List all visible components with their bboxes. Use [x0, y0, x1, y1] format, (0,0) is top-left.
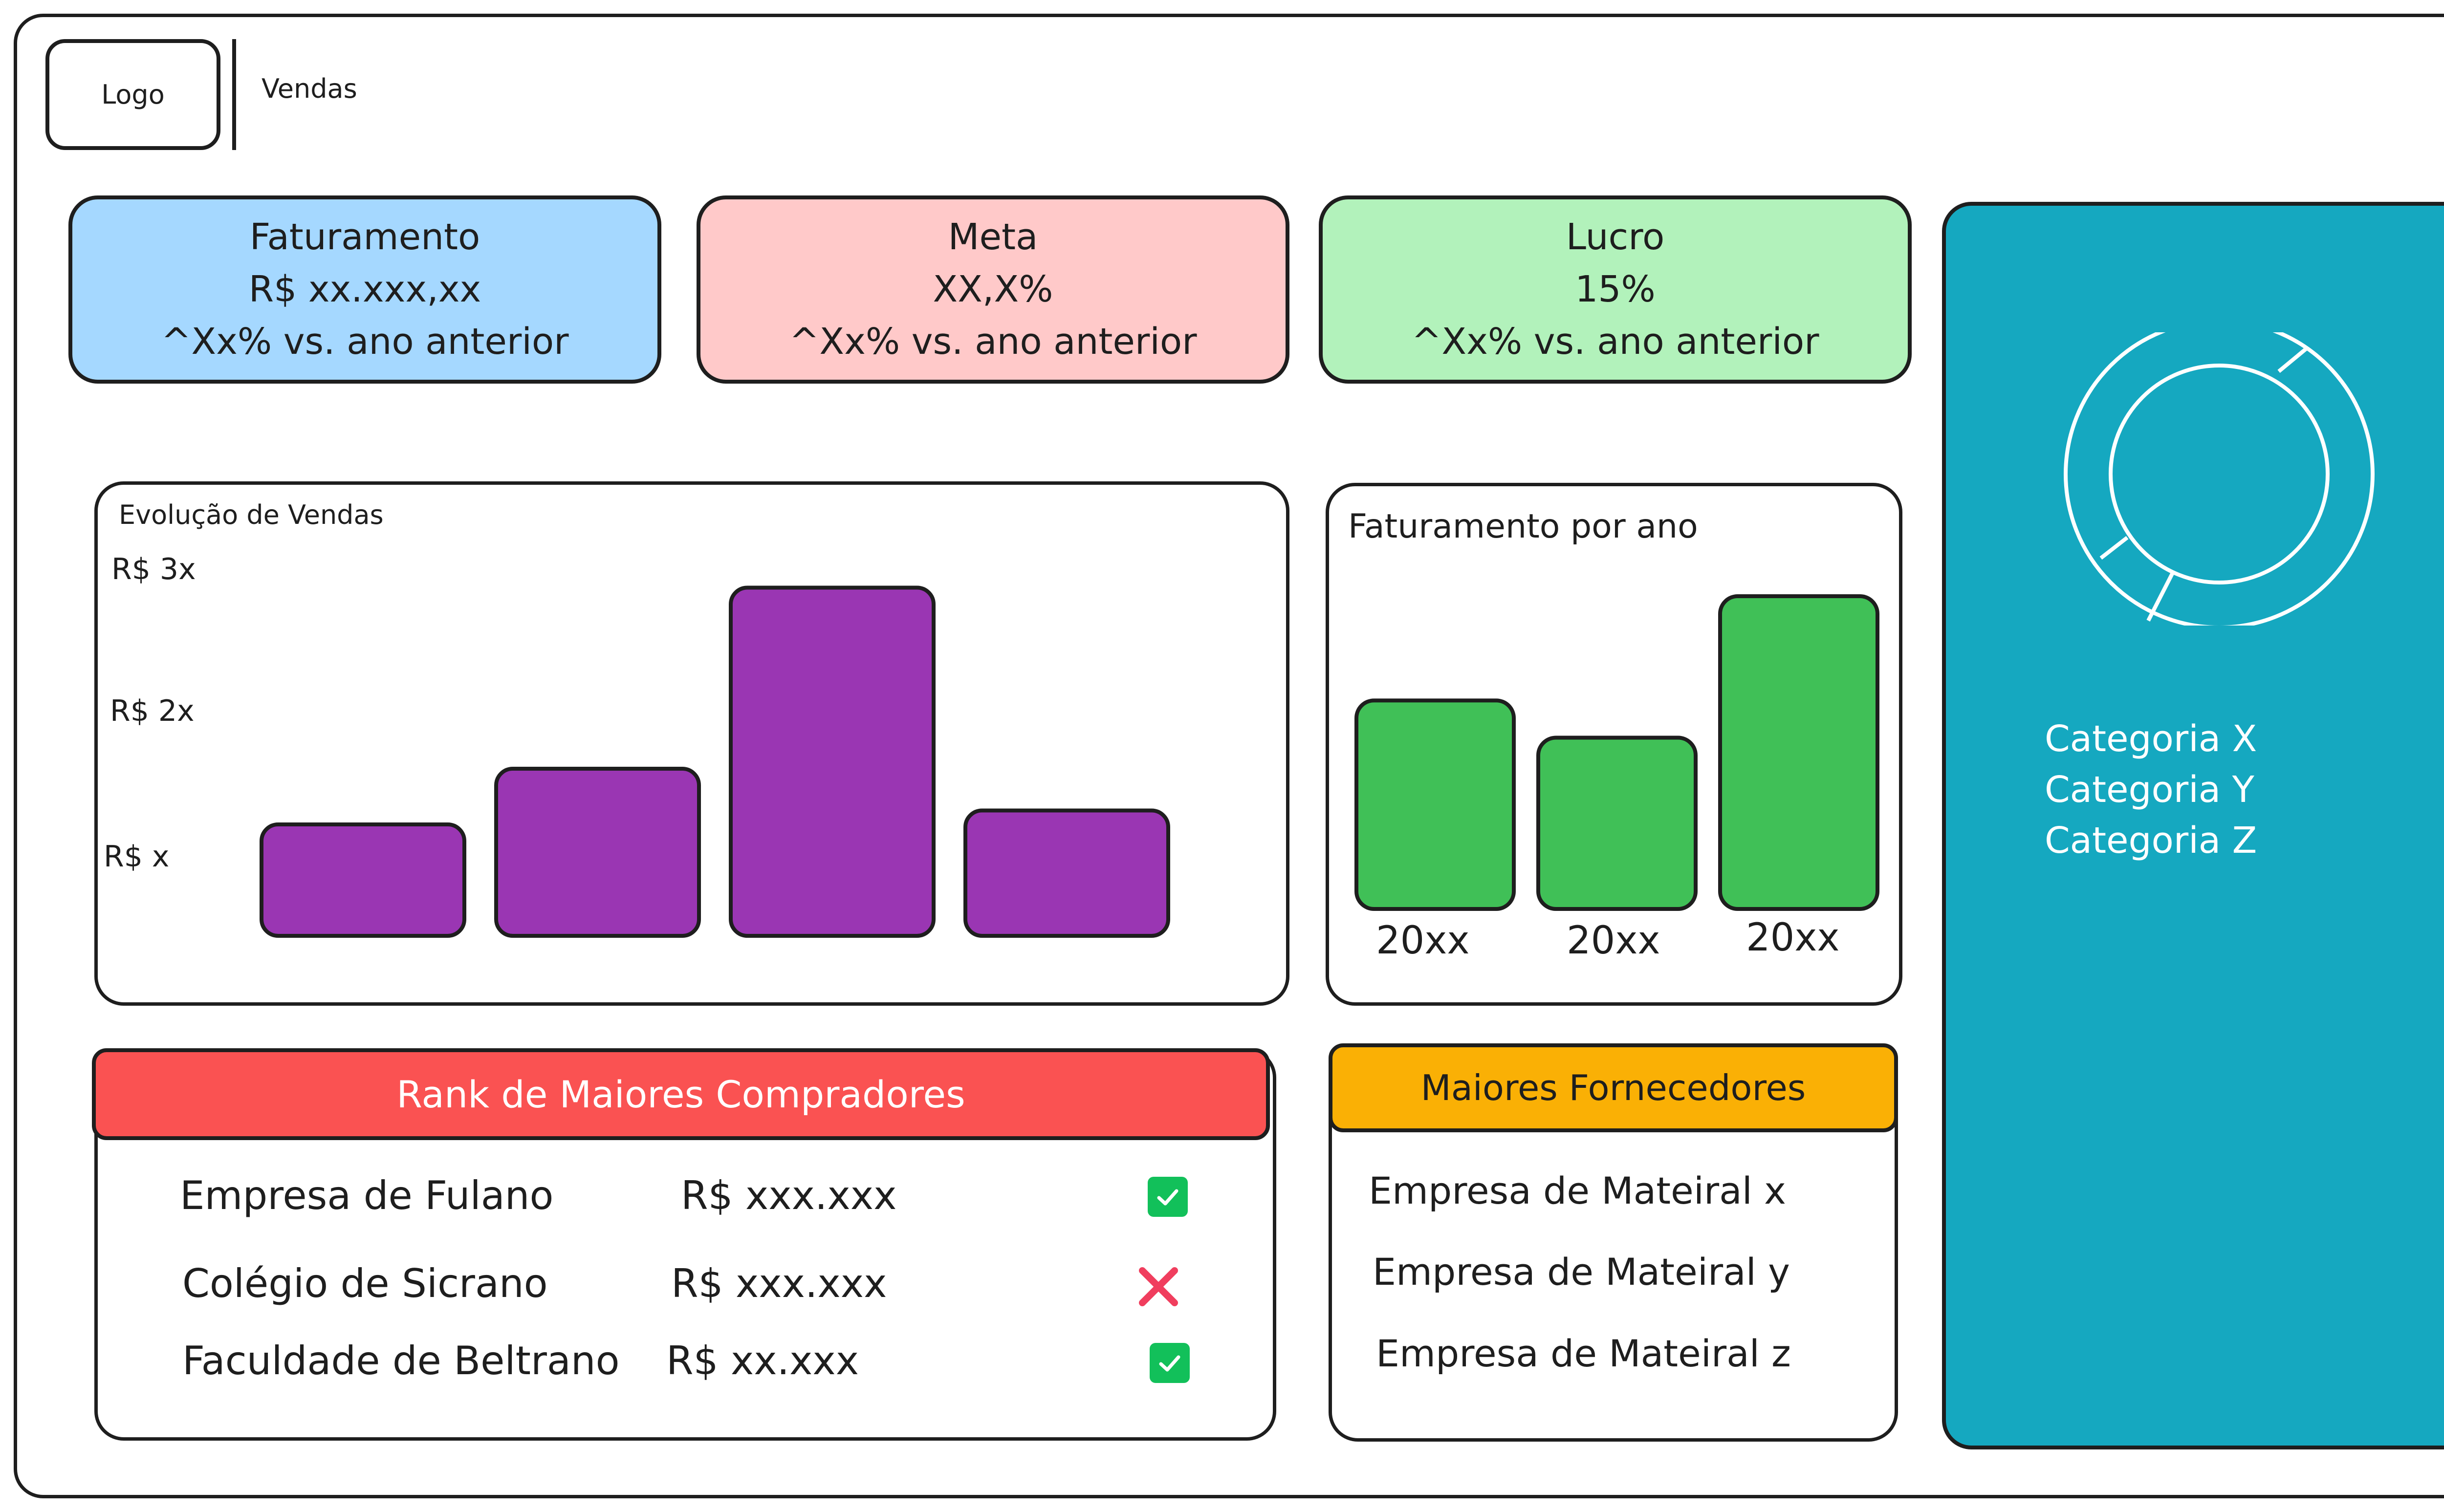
supplier-item[interactable]: Empresa de Mateiral x	[1369, 1169, 1786, 1212]
kpi-value: XX,X%	[933, 268, 1053, 310]
category-item[interactable]: Categoria X	[2045, 718, 2257, 760]
supplier-item[interactable]: Empresa de Mateiral z	[1376, 1332, 1791, 1375]
bar[interactable]	[1536, 735, 1698, 911]
kpi-value: R$ xx.xxx,xx	[248, 268, 481, 310]
donut-chart-icon[interactable]	[2053, 332, 2385, 626]
chart-title: Evolução de Vendas	[119, 499, 384, 530]
bar[interactable]	[1354, 698, 1516, 911]
kpi-card-faturamento[interactable]: Faturamento R$ xx.xxx,xx ^Xx% vs. ano an…	[68, 195, 661, 384]
y-tick-label: R$ 3x	[111, 552, 196, 586]
x-tick-label: 20xx	[1376, 919, 1470, 963]
page-title: Vendas	[262, 73, 357, 104]
top-suppliers-title: Maiores Fornecedores	[1420, 1067, 1806, 1108]
kpi-card-lucro[interactable]: Lucro 15% ^Xx% vs. ano anterior	[1319, 195, 1912, 384]
kpi-card-meta[interactable]: Meta XX,X% ^Xx% vs. ano anterior	[697, 195, 1289, 384]
kpi-comparison: ^Xx% vs. ano anterior	[789, 321, 1197, 363]
kpi-value: 15%	[1575, 268, 1656, 310]
kpi-comparison: ^Xx% vs. ano anterior	[1411, 321, 1819, 363]
buyer-value: R$ xx.xxx	[666, 1338, 859, 1383]
buyer-name[interactable]: Empresa de Fulano	[180, 1173, 554, 1218]
kpi-title: Faturamento	[249, 216, 480, 258]
buyer-value: R$ xxx.xxx	[681, 1173, 897, 1218]
buyer-name[interactable]: Colégio de Sicrano	[182, 1261, 548, 1306]
buyer-name[interactable]: Faculdade de Beltrano	[182, 1338, 620, 1383]
y-tick-label: R$ 2x	[110, 694, 195, 728]
buyer-value: R$ xxx.xxx	[671, 1261, 887, 1306]
kpi-comparison: ^Xx% vs. ano anterior	[161, 321, 569, 363]
logo-label: Logo	[101, 79, 165, 110]
x-tick-label: 20xx	[1746, 916, 1840, 960]
bar[interactable]	[1718, 594, 1879, 911]
bar[interactable]	[260, 822, 466, 938]
chart-title: Faturamento por ano	[1348, 507, 1698, 546]
cross-icon[interactable]	[1136, 1265, 1180, 1309]
kpi-title: Meta	[948, 216, 1038, 258]
top-suppliers-header: Maiores Fornecedores	[1329, 1043, 1898, 1132]
revenue-by-year-chart[interactable]	[1349, 577, 1887, 919]
check-icon[interactable]	[1148, 1177, 1188, 1217]
supplier-item[interactable]: Empresa de Mateiral y	[1373, 1250, 1790, 1294]
top-buyers-title: Rank de Maiores Compradores	[396, 1072, 965, 1116]
top-buyers-header: Rank de Maiores Compradores	[92, 1048, 1270, 1140]
bar[interactable]	[963, 808, 1170, 938]
bar[interactable]	[729, 585, 936, 938]
kpi-title: Lucro	[1566, 216, 1665, 258]
bar[interactable]	[494, 767, 701, 938]
dashboard-frame	[14, 14, 2444, 1498]
header-divider	[232, 39, 236, 150]
logo[interactable]: Logo	[45, 39, 220, 150]
category-item[interactable]: Categoria Z	[2045, 820, 2257, 862]
category-item[interactable]: Categoria Y	[2045, 769, 2254, 811]
sales-evolution-chart[interactable]	[235, 538, 1202, 943]
y-tick-label: R$ x	[104, 840, 170, 874]
category-legend: Categoria X Categoria Y Categoria Z	[2045, 713, 2257, 866]
x-tick-label: 20xx	[1567, 919, 1660, 963]
check-icon[interactable]	[1150, 1343, 1190, 1383]
